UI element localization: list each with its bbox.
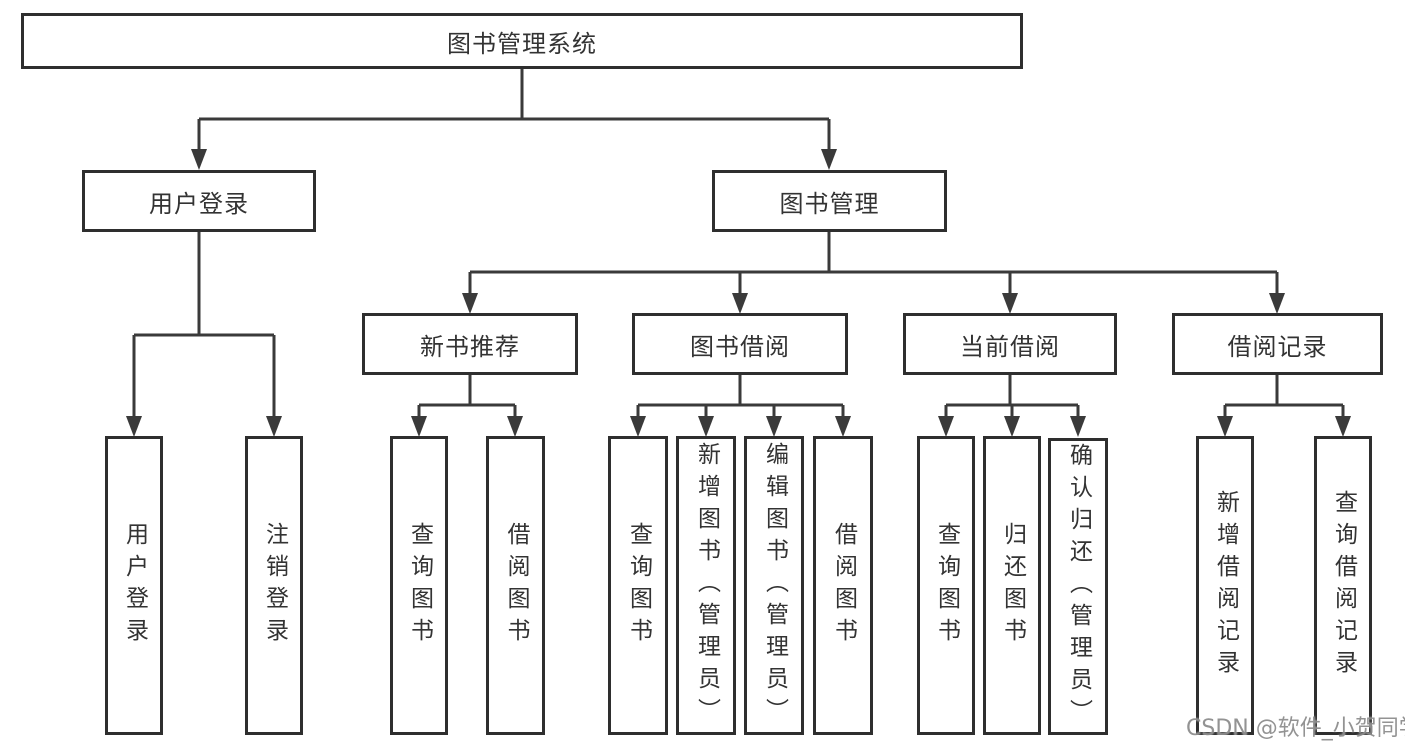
leaf-borrow-books: 借阅图书 [486,436,545,735]
node-book-management: 图书管理 [712,170,947,232]
leaf-confirm-return-admin: 确认归还（管理员） [1048,438,1108,735]
leaf-borrow-books-2: 借阅图书 [813,436,873,735]
node-library-management-system: 图书管理系统 [21,13,1023,69]
arrowhead-icons [126,149,1351,437]
node-current-borrow: 当前借阅 [903,313,1117,375]
node-borrow-record: 借阅记录 [1172,313,1383,375]
leaf-user-login: 用户登录 [105,436,163,735]
leaf-query-books: 查询图书 [390,436,448,735]
leaf-query-borrow-record: 查询借阅记录 [1314,436,1372,735]
leaf-logout: 注销登录 [245,436,303,735]
node-user-login: 用户登录 [82,170,316,232]
node-new-book-recommend: 新书推荐 [362,313,578,375]
leaf-return-books: 归还图书 [983,436,1041,735]
leaf-add-borrow-record: 新增借阅记录 [1196,436,1254,735]
node-book-borrow: 图书借阅 [632,313,848,375]
csdn-watermark: CSDN @软件_小贺同学 [1186,716,1405,741]
leaf-query-books-2: 查询图书 [608,436,668,735]
leaf-add-books-admin: 新增图书（管理员） [676,436,736,735]
tree-edges [132,69,1345,419]
leaf-query-books-3: 查询图书 [917,436,975,735]
leaf-edit-books-admin: 编辑图书（管理员） [744,436,804,735]
